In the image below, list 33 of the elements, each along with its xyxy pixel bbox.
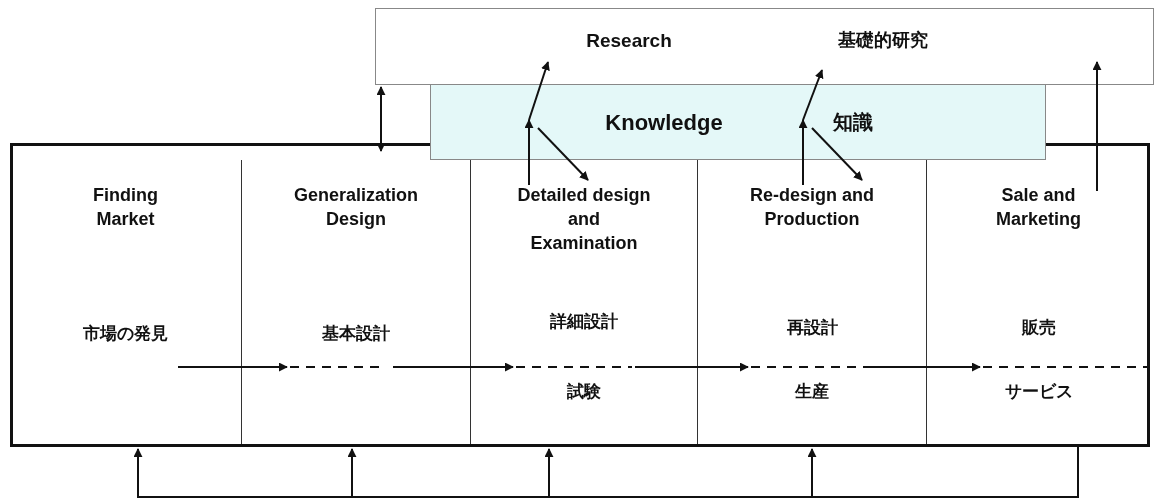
research-box — [375, 8, 1154, 85]
arrow — [807, 446, 1079, 498]
arrow — [1092, 61, 1102, 192]
box-label: 知識 — [833, 111, 873, 133]
arrow — [862, 362, 981, 372]
stage-label: サービス — [1003, 381, 1074, 403]
arrow — [392, 362, 514, 372]
arrow — [524, 119, 534, 186]
arrow — [798, 119, 808, 186]
arrow — [634, 362, 749, 372]
arrow — [376, 86, 386, 152]
arrow — [537, 127, 589, 181]
arrow — [528, 61, 550, 121]
process-frame — [10, 143, 1150, 447]
arrow — [811, 127, 863, 181]
box-label: 基礎的研究 — [838, 29, 928, 51]
box-title: Research — [586, 29, 672, 53]
stage-label: 生産 — [794, 381, 830, 403]
arrow — [177, 362, 288, 372]
stage-heading: Generalization Design — [293, 184, 419, 231]
stage-label: 再設計 — [785, 317, 839, 339]
stage-heading: Detailed design and Examination — [516, 184, 652, 255]
stage-label: 販売 — [1020, 317, 1057, 339]
stage-label: 市場の発見 — [82, 323, 169, 345]
stage-heading: Re-design and Production — [749, 184, 875, 231]
knowledge-box — [430, 84, 1046, 160]
box-title: Knowledge — [605, 111, 723, 135]
stage-heading: Finding Market — [92, 184, 159, 231]
stage-label: 詳細設計 — [549, 311, 619, 333]
stage-label: 基本設計 — [321, 323, 391, 345]
stage-label: 試験 — [566, 381, 602, 403]
stage-heading: Sale and Marketing — [995, 184, 1082, 231]
arrow — [802, 69, 824, 121]
